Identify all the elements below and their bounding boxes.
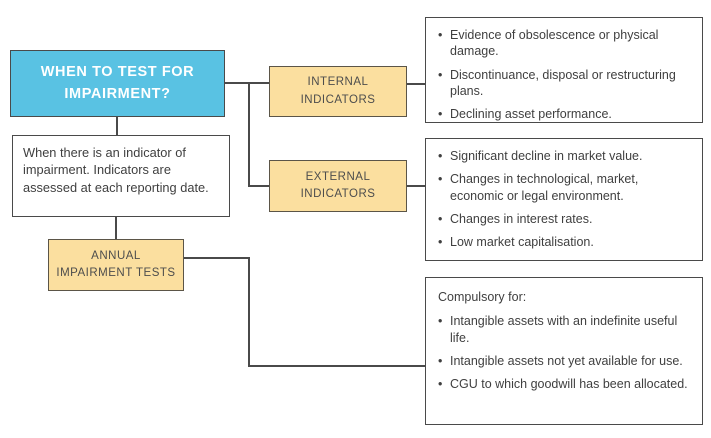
annual-tests-list: Intangible assets with an indefinite use…	[434, 313, 692, 392]
connector-branch-to-external	[248, 185, 269, 187]
external-indicators-label: EXTERNAL INDICATORS	[300, 170, 376, 200]
external-indicators-list-box: Significant decline in market value. Chan…	[425, 138, 703, 261]
connector-annual-right	[184, 257, 250, 259]
annual-tests-list-box: Compulsory for: Intangible assets with a…	[425, 277, 703, 425]
connector-external-to-list	[407, 185, 425, 187]
root-question-box: WHEN TO TEST FOR IMPAIRMENT?	[10, 50, 225, 117]
internal-indicators-list: Evidence of obsolescence or physical dam…	[434, 27, 692, 123]
bullet-item: Evidence of obsolescence or physical dam…	[434, 27, 692, 60]
connector-root-to-internal	[225, 82, 269, 84]
bullet-item: CGU to which goodwill has been allocated…	[434, 376, 692, 393]
connector-branch-vertical	[248, 82, 250, 187]
bullet-item: Changes in technological, market, econom…	[434, 171, 692, 204]
bullet-item: Intangible assets not yet available for …	[434, 353, 692, 370]
external-indicators-box: EXTERNAL INDICATORS	[269, 160, 407, 212]
annual-tests-box: ANNUAL IMPAIRMENT TESTS	[48, 239, 184, 291]
internal-indicators-box: INTERNAL INDICATORS	[269, 66, 407, 117]
connector-internal-to-list	[407, 83, 425, 85]
connector-description-to-annual	[115, 217, 117, 239]
bullet-item: Significant decline in market value.	[434, 148, 692, 165]
external-indicators-list: Significant decline in market value. Chan…	[434, 148, 692, 251]
connector-annual-vertical	[248, 257, 250, 367]
bullet-item: Declining asset performance.	[434, 106, 692, 123]
bullet-item: Discontinuance, disposal or restructurin…	[434, 67, 692, 100]
bullet-item: Low market capitalisation.	[434, 234, 692, 251]
bullet-item: Changes in interest rates.	[434, 211, 692, 228]
root-question-label: WHEN TO TEST FOR IMPAIRMENT?	[40, 64, 195, 102]
bullet-item: Intangible assets with an indefinite use…	[434, 313, 692, 346]
annual-tests-list-lead: Compulsory for:	[438, 290, 527, 304]
description-box: When there is an indicator of impairment…	[12, 135, 230, 217]
internal-indicators-list-box: Evidence of obsolescence or physical dam…	[425, 17, 703, 123]
description-text: When there is an indicator of impairment…	[23, 145, 209, 195]
connector-annual-to-list	[248, 365, 425, 367]
internal-indicators-label: INTERNAL INDICATORS	[300, 76, 376, 106]
connector-root-to-description	[116, 117, 118, 135]
annual-tests-label: ANNUAL IMPAIRMENT TESTS	[56, 249, 176, 279]
